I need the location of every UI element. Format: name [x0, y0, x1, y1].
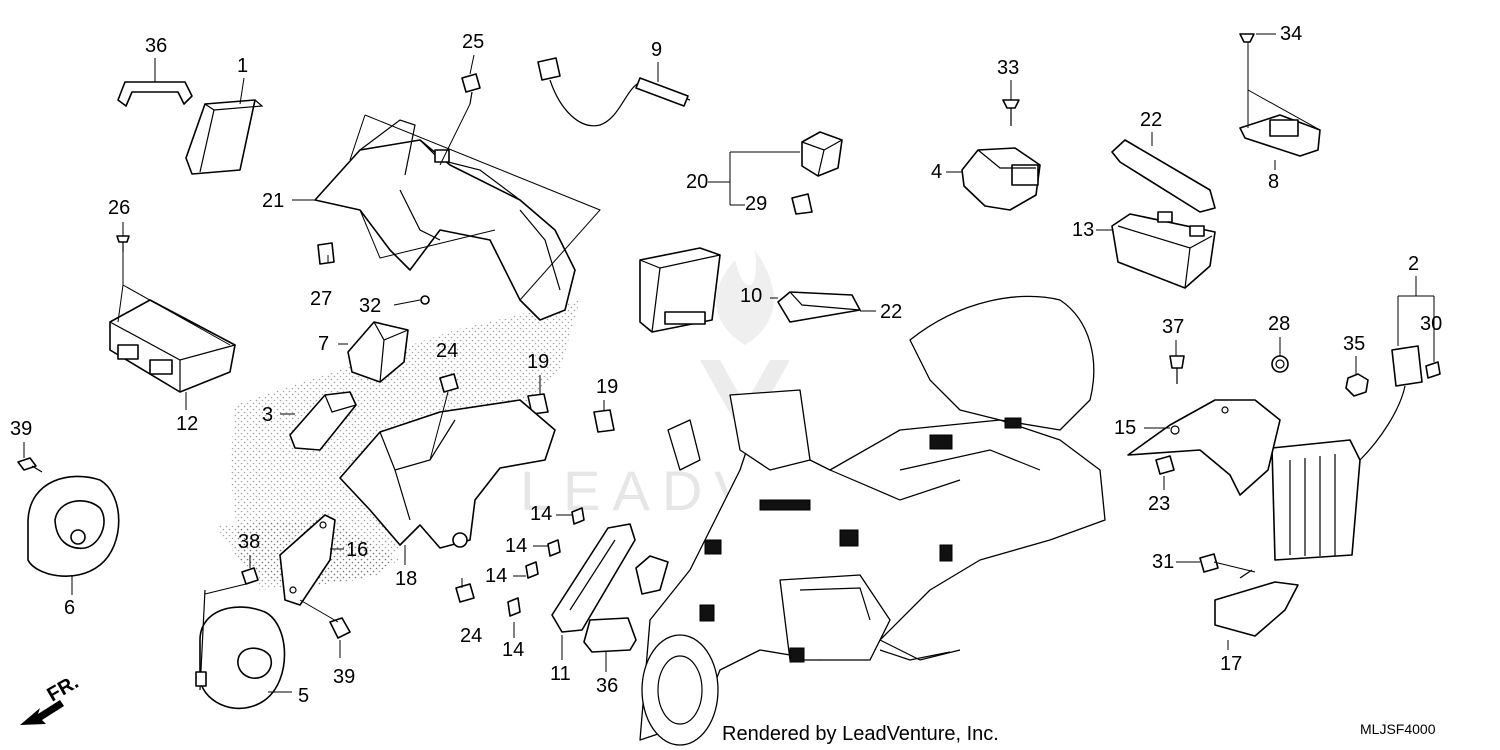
callout-18: 18: [395, 568, 417, 590]
part-24-bolt-upper: [439, 373, 459, 393]
callout-7: 7: [318, 333, 329, 355]
motorcycle: [639, 295, 1106, 746]
callout-31: 31: [1152, 551, 1174, 573]
callout-39-upper: 39: [10, 418, 32, 440]
callout-24-lower: 24: [460, 625, 482, 647]
part-16-bracket: [279, 514, 336, 606]
callout-32: 32: [359, 295, 381, 317]
part-27-clip: [317, 242, 335, 265]
callout-labels: 36 1 25 9 20 29 33 4 22 13 34 8 26 21 27…: [10, 23, 1442, 707]
part-21-bracket: [314, 119, 576, 321]
part-22-cover-right: [1111, 139, 1216, 213]
part-25-bolt: [461, 73, 481, 105]
callout-22: 22: [1140, 109, 1162, 131]
callout-14-b: 14: [505, 535, 527, 557]
callout-6: 6: [64, 597, 75, 619]
part-3-module: [289, 391, 357, 451]
callout-9: 9: [651, 39, 662, 61]
callout-26: 26: [108, 197, 130, 219]
part-22-cover-center: [777, 291, 861, 323]
front-direction-indicator: FR.: [20, 671, 82, 725]
callout-39-lower: 39: [333, 666, 355, 688]
part-19-clip-a: [527, 393, 549, 415]
callout-21: 21: [262, 190, 284, 212]
callout-12: 12: [176, 413, 198, 435]
part-1-module: [185, 99, 264, 175]
leader-lines: [23, 33, 1435, 693]
part-5-horn: [195, 589, 286, 710]
part-7-module: [347, 321, 409, 383]
render-credit: Rendered by LeadVenture, Inc.: [722, 723, 999, 745]
callout-10: 10: [740, 285, 762, 307]
part-4-sensor: [961, 147, 1041, 211]
part-14-pins: [507, 507, 585, 617]
callout-15: 15: [1114, 417, 1136, 439]
part-18-bracket: [339, 399, 556, 549]
callout-13: 13: [1072, 219, 1094, 241]
callout-14-a: 14: [530, 503, 552, 525]
callout-36-lower: 36: [596, 675, 618, 697]
part-19-clip-b: [593, 409, 615, 433]
part-36-bracket: [117, 81, 193, 107]
part-29-holder: [791, 193, 813, 215]
part-37-bolt: [1169, 355, 1185, 384]
part-17-cover: [1214, 569, 1299, 637]
callout-34: 34: [1280, 23, 1302, 45]
callout-1: 1: [237, 55, 248, 77]
part-30-connector: [1425, 361, 1441, 379]
callout-17: 17: [1220, 653, 1242, 675]
callout-28: 28: [1268, 313, 1290, 335]
callout-38: 38: [238, 531, 260, 553]
part-8-bracket: [1239, 114, 1321, 157]
part-33-screw: [1002, 99, 1020, 126]
part-35-nut: [1345, 373, 1369, 397]
callout-16: 16: [346, 539, 368, 561]
part-6-horn: [27, 475, 120, 577]
diagram-code: MLJSF4000: [1360, 721, 1436, 737]
part-20-relay: [801, 131, 843, 177]
part-11-cover: [551, 523, 636, 633]
part-32-screw: [420, 295, 430, 305]
part-2-regulator: [1271, 345, 1423, 561]
callout-5: 5: [298, 685, 309, 707]
callout-19-a: 19: [527, 351, 549, 373]
part-26-screw: [116, 235, 130, 252]
part-24-bolt-lower: [455, 583, 475, 603]
callout-19-b: 19: [596, 376, 618, 398]
callout-11: 11: [550, 663, 571, 685]
part-10-ecu: [639, 247, 721, 333]
callout-30: 30: [1420, 313, 1442, 335]
part-31-bolt: [1199, 553, 1219, 573]
part-12-control-unit: [109, 299, 236, 393]
part-9-sensor: [537, 57, 691, 127]
callout-23: 23: [1148, 493, 1170, 515]
callout-33: 33: [997, 57, 1019, 79]
part-13-module: [1111, 211, 1216, 289]
callout-22-center: 22: [880, 301, 902, 323]
callout-27: 27: [310, 288, 332, 310]
part-28-clamp: [1271, 355, 1289, 373]
callout-4: 4: [931, 161, 942, 183]
callout-35: 35: [1343, 333, 1365, 355]
part-15-bracket: [1127, 399, 1281, 496]
callout-2: 2: [1408, 253, 1419, 275]
callout-20: 20: [686, 171, 708, 193]
part-34-screw: [1239, 33, 1255, 43]
callout-24-upper: 24: [436, 340, 458, 362]
callout-14-c: 14: [485, 565, 507, 587]
part-36-bracket-lower: [583, 555, 669, 653]
callout-8: 8: [1268, 171, 1279, 193]
part-39-bolt-upper: [17, 457, 43, 473]
callout-3: 3: [262, 404, 273, 426]
front-direction-label: FR.: [44, 671, 83, 706]
part-38-bolt: [241, 567, 259, 585]
part-39-bolt-lower: [329, 617, 351, 639]
callout-25: 25: [462, 31, 484, 53]
part-23-bolt: [1155, 455, 1175, 475]
callout-29: 29: [745, 193, 767, 215]
callout-36: 36: [145, 35, 167, 57]
callout-14-d: 14: [502, 639, 524, 661]
callout-37: 37: [1162, 316, 1184, 338]
